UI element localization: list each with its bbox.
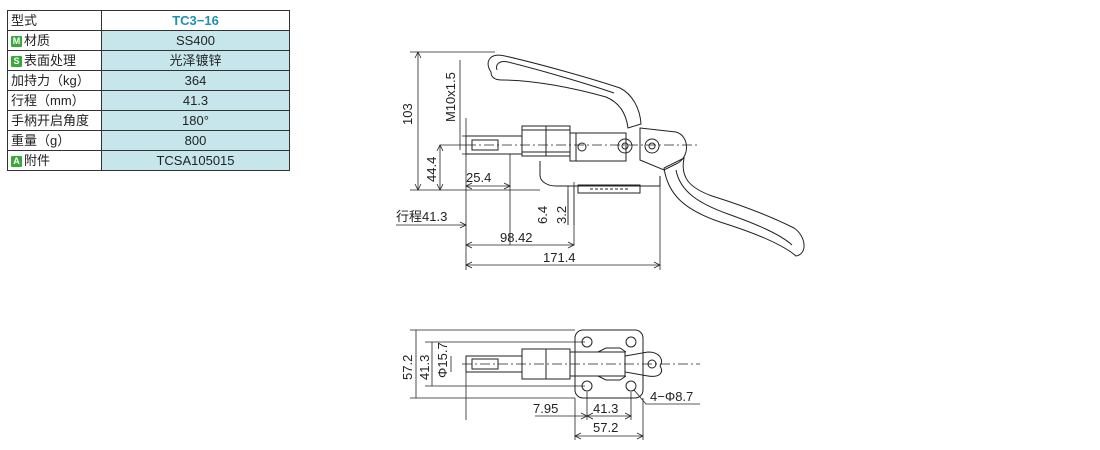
handle-upper-inner <box>496 61 615 94</box>
dim-text-98: 98.42 <box>500 230 533 245</box>
spec-label: 手柄开启角度 <box>7 110 102 131</box>
dim-text-57-h: 57.2 <box>400 355 415 380</box>
dim-text-25: 25.4 <box>466 170 491 185</box>
base-bracket <box>539 161 661 187</box>
spec-label: 行程（mm） <box>7 90 102 111</box>
spec-value: TCSA105015 <box>101 150 290 171</box>
spec-value: 180° <box>101 110 290 131</box>
pivot-pin-2 <box>644 138 660 154</box>
handle-lower-inner <box>675 169 793 246</box>
side-view: 103 M10x1.5 44.4 25.4 6.4 3.2 行程41.3 98.… <box>396 51 805 270</box>
surface-badge-icon: S <box>11 56 22 67</box>
dim-text-phi: Φ15.7 <box>435 342 450 378</box>
spec-label: 附件 <box>24 153 51 168</box>
dim-text-stroke: 行程41.3 <box>396 209 447 224</box>
mount-hole <box>625 380 637 392</box>
spec-value: 364 <box>101 70 290 91</box>
material-badge-icon: M <box>11 36 22 47</box>
spec-value: 光泽镀锌 <box>101 50 290 71</box>
spec-value: 41.3 <box>101 90 290 111</box>
spec-row-angle: 手柄开启角度 180° <box>7 110 290 131</box>
handle-lower <box>663 157 805 257</box>
spec-value: TC3−16 <box>101 10 290 31</box>
accessory-badge-icon: A <box>11 156 22 167</box>
spec-value: SS400 <box>101 30 290 51</box>
dim-text-7-95: 7.95 <box>533 401 558 416</box>
pivot-pin-1 <box>617 138 633 154</box>
spec-label: 型式 <box>7 10 102 31</box>
dim-text-height: 103 <box>400 103 415 125</box>
dim-text-holes: 4−Φ8.7 <box>650 389 693 404</box>
spec-row-stroke: 行程（mm） 41.3 <box>7 90 290 111</box>
dim-text-3-2: 3.2 <box>554 206 569 224</box>
spec-label: 加持力（kg） <box>7 70 102 91</box>
dim-text-171: 171.4 <box>543 250 576 265</box>
hole-leader <box>633 389 700 405</box>
mount-hole <box>625 336 637 348</box>
spec-row-weight: 重量（g） 800 <box>7 130 290 151</box>
top-handle <box>624 351 662 377</box>
spec-label: 重量（g） <box>7 130 102 151</box>
dim-text-41-h: 41.3 <box>417 355 432 380</box>
dim-text-thread: M10x1.5 <box>443 72 458 122</box>
spec-value: 800 <box>101 130 290 151</box>
spec-row-force: 加持力（kg） 364 <box>7 70 290 91</box>
handle-upper <box>487 54 642 129</box>
dim-text-41-w: 41.3 <box>593 401 618 416</box>
top-view: 57.2 41.3 Φ15.7 4−Φ8.7 7.95 41.3 57.2 <box>400 329 700 440</box>
dim-text-axis-height: 44.4 <box>424 157 439 182</box>
spec-label: 表面处理 <box>24 53 77 68</box>
dim-text-6-4: 6.4 <box>535 206 550 224</box>
spec-label: 材质 <box>24 33 51 48</box>
dim-text-57-w: 57.2 <box>593 420 618 435</box>
linkage-block <box>639 127 687 171</box>
spec-row-model: 型式 TC3−16 <box>7 10 290 31</box>
base-plate <box>577 184 641 194</box>
